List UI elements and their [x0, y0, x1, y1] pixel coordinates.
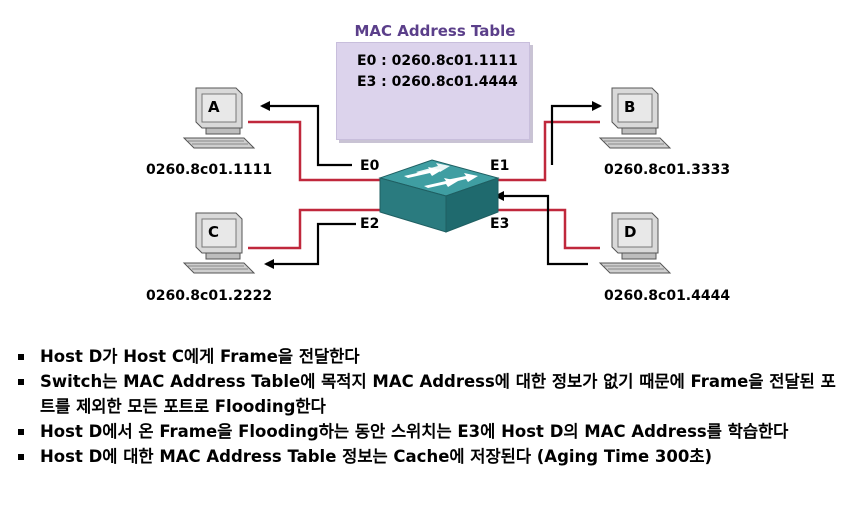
host-d-mac: 0260.8c01.4444 [604, 288, 731, 304]
list-item: Host D가 Host C에게 Frame을 전달한다 [14, 344, 844, 369]
mac-table: E0 : 0260.8c01.1111 E3 : 0260.8c01.4444 [336, 42, 530, 140]
mac-table-entry: E3 : 0260.8c01.4444 [357, 74, 518, 90]
arrow-from-d [494, 191, 588, 266]
link-a [248, 120, 382, 182]
link-c [248, 208, 382, 250]
explanation-list: Host D가 Host C에게 Frame을 전달한다 Switch는 MAC… [14, 344, 844, 469]
link-b [490, 120, 600, 182]
pc-d-icon [599, 212, 671, 274]
list-item: Switch는 MAC Address Table에 목적지 MAC Addre… [14, 369, 844, 419]
host-a-letter: A [208, 98, 220, 116]
host-a-mac: 0260.8c01.1111 [146, 162, 273, 178]
pc-a-icon [183, 87, 255, 149]
arrow-to-c [264, 222, 356, 269]
bullet-icon [18, 379, 24, 385]
pc-c-icon [183, 212, 255, 274]
port-e3-label: E3 [490, 216, 510, 232]
bullet-icon [18, 454, 24, 460]
link-d [486, 208, 600, 250]
bullet-icon [18, 429, 24, 435]
bullet-icon [18, 354, 24, 360]
links [248, 120, 600, 250]
host-d-letter: D [624, 223, 637, 241]
list-item: Host D에 대한 MAC Address Table 정보는 Cache에 … [14, 444, 844, 469]
port-e0-label: E0 [360, 158, 380, 174]
flow-arrows [260, 101, 602, 269]
list-item: Host D에서 온 Frame을 Flooding하는 동안 스위치는 E3에… [14, 419, 844, 444]
switch [378, 159, 500, 233]
port-e2-label: E2 [360, 216, 380, 232]
port-e1-label: E1 [490, 158, 510, 174]
host-c-mac: 0260.8c01.2222 [146, 288, 273, 304]
arrow-to-a [260, 101, 352, 167]
switch-arrows-icon [404, 163, 478, 188]
host-b-mac: 0260.8c01.3333 [604, 162, 731, 178]
pc-b-icon [599, 87, 671, 149]
mac-table-entry: E0 : 0260.8c01.1111 [357, 53, 518, 69]
topology-svg [183, 87, 671, 274]
host-b-letter: B [624, 98, 636, 116]
host-c-letter: C [208, 223, 220, 241]
arrow-to-b [550, 101, 602, 165]
mac-table-title: MAC Address Table [354, 22, 516, 40]
